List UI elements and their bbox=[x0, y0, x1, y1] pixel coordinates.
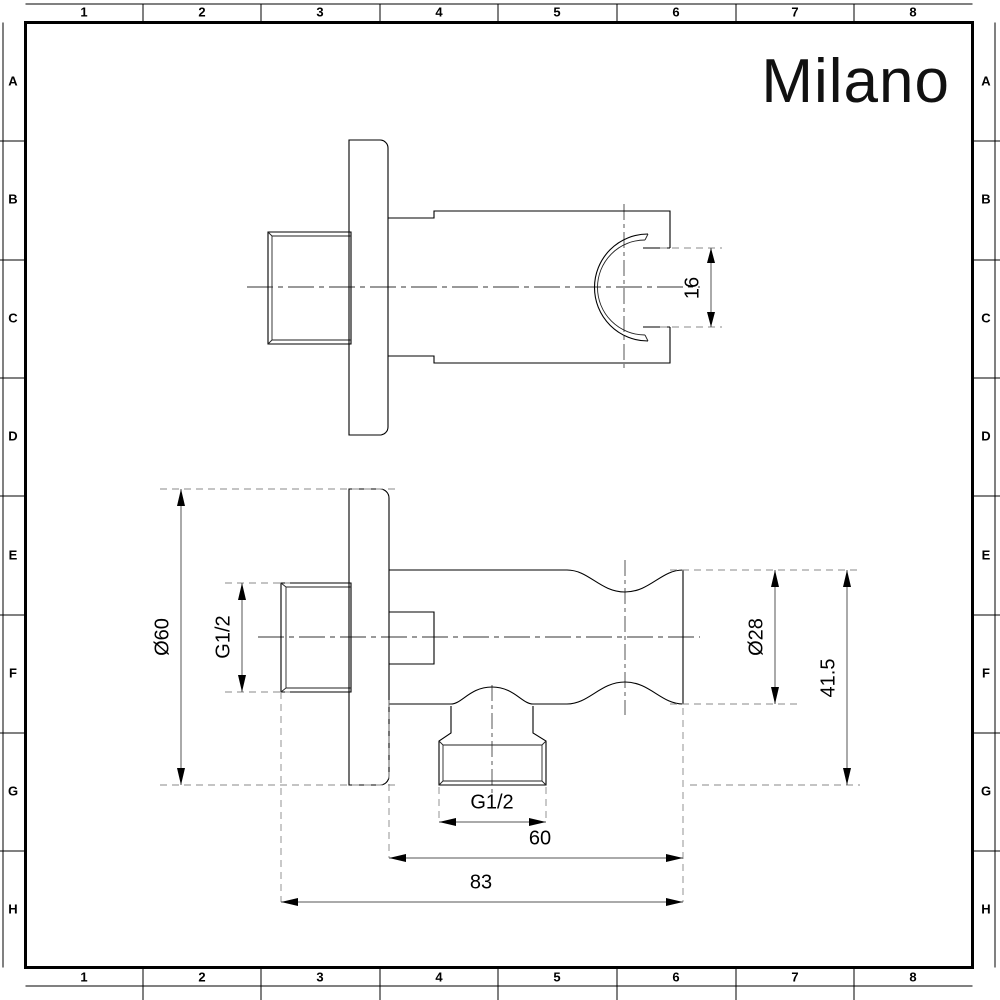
zone-row-right-b: B bbox=[981, 191, 990, 206]
elev-dim-d60-arrow-top bbox=[177, 489, 185, 506]
drawing-frame: 1 2 3 4 5 6 7 8 1 2 3 4 5 6 bbox=[0, 3, 1000, 1000]
zone-row-left-d: D bbox=[8, 428, 17, 443]
zone-row-left-g: G bbox=[8, 783, 18, 798]
zone-col-top-6: 6 bbox=[672, 4, 679, 19]
elev-dim-83-label: 83 bbox=[470, 871, 492, 893]
zone-row-right-h: H bbox=[981, 901, 990, 916]
elev-inlet-nipple bbox=[280, 582, 352, 693]
zone-row-left-b: B bbox=[8, 191, 17, 206]
brand-logo: Milano bbox=[761, 47, 950, 116]
elev-dim-g12out-arrow-left bbox=[439, 818, 456, 826]
zone-col-bottom-4: 4 bbox=[435, 969, 443, 984]
plan-inlet-nipple bbox=[267, 231, 352, 345]
elev-dim-415-arrow-top bbox=[843, 570, 851, 587]
frame-border bbox=[24, 21, 974, 969]
elev-dim-g12out-label: G1/2 bbox=[470, 791, 513, 813]
frame-right-ticks bbox=[973, 140, 1000, 852]
zone-row-right-f: F bbox=[982, 665, 990, 680]
elev-outlet-spigot bbox=[438, 706, 547, 786]
plan-dim16-arrow-bottom bbox=[707, 312, 715, 327]
zone-row-right-g: G bbox=[981, 783, 991, 798]
zone-row-left-a: A bbox=[8, 73, 18, 88]
frame-top-ticks bbox=[142, 4, 855, 22]
elev-dim-g12in-arrow-top bbox=[238, 583, 246, 600]
elev-dim-d60-arrow-bottom bbox=[177, 768, 185, 785]
zone-col-bottom-1: 1 bbox=[80, 969, 87, 984]
plan-body-upper-outline bbox=[388, 210, 671, 248]
elev-dim-d28-arrow-top bbox=[771, 570, 779, 587]
plan-flange-plate bbox=[348, 139, 389, 436]
zone-col-bottom-6: 6 bbox=[672, 969, 679, 984]
zone-row-left-e: E bbox=[9, 547, 18, 562]
plan-view: 16 bbox=[247, 139, 722, 436]
elev-dim-g12in-arrow-bottom bbox=[238, 675, 246, 692]
elev-dim-415-arrow-bottom bbox=[843, 768, 851, 785]
zone-col-bottom-3: 3 bbox=[316, 969, 323, 984]
zone-col-top-5: 5 bbox=[553, 4, 560, 19]
zone-row-left-h: H bbox=[8, 901, 17, 916]
elev-dim-d28-arrow-bottom bbox=[771, 687, 779, 704]
zone-col-top-8: 8 bbox=[909, 4, 916, 19]
zone-col-top-7: 7 bbox=[791, 4, 798, 19]
plan-clamp-inner-arc bbox=[597, 239, 646, 336]
zone-col-bottom-8: 8 bbox=[909, 969, 916, 984]
elev-body-upper-outline bbox=[389, 569, 684, 593]
zone-col-top-2: 2 bbox=[198, 4, 205, 19]
zone-col-bottom-2: 2 bbox=[198, 969, 205, 984]
zone-row-right-c: C bbox=[981, 310, 991, 325]
elev-dim-83-arrow-right bbox=[666, 898, 683, 906]
zone-row-left-c: C bbox=[8, 310, 18, 325]
zone-row-right-d: D bbox=[981, 428, 990, 443]
elev-dim-415-label: 41.5 bbox=[817, 659, 839, 698]
frame-bottom-ticks bbox=[142, 968, 855, 1000]
zone-col-bottom-7: 7 bbox=[791, 969, 798, 984]
plan-dim16-label: 16 bbox=[681, 277, 703, 299]
elev-dim-60-arrow-left bbox=[389, 854, 406, 862]
elev-dim-g12in-label: G1/2 bbox=[212, 615, 234, 658]
zone-col-bottom-5: 5 bbox=[553, 969, 560, 984]
elev-square-boss bbox=[389, 611, 435, 665]
elev-body-lower-outline bbox=[389, 681, 684, 705]
zone-row-right-e: E bbox=[982, 547, 991, 562]
elev-dim-g12out-arrow-right bbox=[529, 818, 546, 826]
zone-row-left-f: F bbox=[9, 665, 17, 680]
elev-dim-60-arrow-right bbox=[666, 854, 683, 862]
elev-dim-d28-label: Ø28 bbox=[745, 618, 767, 656]
zone-col-top-4: 4 bbox=[435, 4, 443, 19]
zone-row-right-a: A bbox=[981, 73, 991, 88]
elevation-view: Ø60 G1/2 Ø28 41.5 G1/2 60 bbox=[151, 488, 860, 906]
zone-col-top-1: 1 bbox=[80, 4, 87, 19]
plan-clamp-outer-arc bbox=[593, 233, 649, 342]
elev-dim-d60-label: Ø60 bbox=[151, 618, 173, 656]
plan-dim16-arrow-top bbox=[707, 248, 715, 263]
elev-dim-60-label: 60 bbox=[529, 827, 551, 849]
elev-dim-83-arrow-left bbox=[281, 898, 298, 906]
plan-body-lower-outline bbox=[388, 327, 671, 364]
zone-col-top-3: 3 bbox=[316, 4, 323, 19]
frame-left-ticks bbox=[0, 140, 25, 852]
